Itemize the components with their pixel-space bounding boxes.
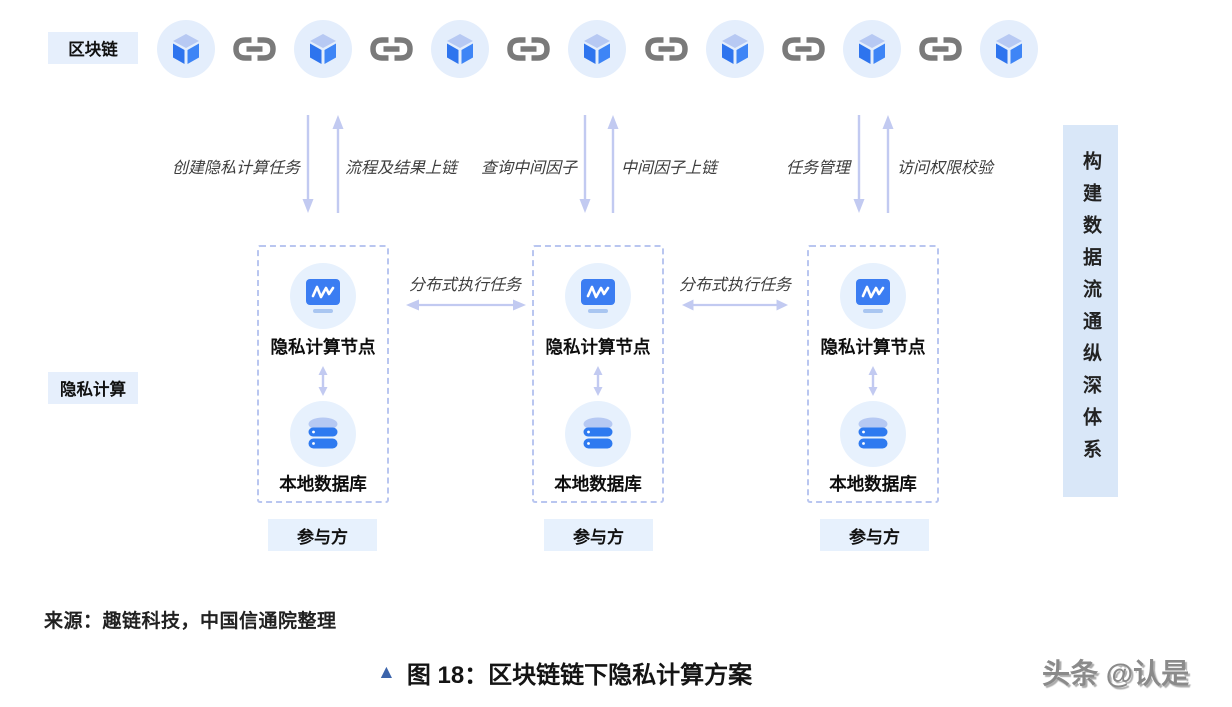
flow-label-query-factor: 查询中间因子: [480, 158, 577, 177]
caption-text: 图 18：区块链链下隐私计算方案: [406, 662, 753, 689]
block-icon: [842, 20, 901, 78]
arrow-up-icon: [332, 115, 344, 213]
participant-box: 隐私计算节点 本地数据库: [532, 245, 664, 503]
chain-link-icon: [644, 37, 689, 61]
double-arrow-vertical-icon: [867, 366, 879, 396]
block-icon: [568, 20, 627, 78]
double-arrow-vertical-icon: [592, 366, 604, 396]
figure-caption: ▲ 图 18：区块链链下隐私计算方案: [377, 655, 752, 690]
arrow-up-icon: [882, 115, 894, 213]
double-arrow-horizontal-icon: [682, 299, 788, 311]
chain-link-icon: [918, 37, 963, 61]
database-label: 本地数据库: [554, 474, 642, 494]
chain-link-icon: [506, 37, 551, 61]
arrow-up-icon: [607, 115, 619, 213]
chain-link-icon: [232, 37, 277, 61]
flow-label-results-onchain: 流程及结果上链: [345, 158, 458, 177]
distributed-task-label: 分布式执行任务: [408, 275, 521, 294]
double-arrow-horizontal-icon: [406, 299, 526, 311]
participant-tag: 参与方: [268, 519, 377, 551]
double-arrow-vertical-icon: [317, 366, 329, 396]
participant-tag: 参与方: [820, 519, 929, 551]
block-icon: [979, 20, 1038, 78]
arrow-down-icon: [853, 115, 865, 213]
block-icon: [157, 20, 215, 78]
arrow-down-icon: [302, 115, 314, 213]
database-icon: [290, 401, 356, 467]
watermark: 头条 @认是: [1042, 658, 1190, 689]
distributed-task-label: 分布式执行任务: [678, 275, 791, 294]
compute-node-icon: [840, 263, 906, 329]
source-line: 来源：趣链科技，中国信通院整理: [44, 611, 337, 632]
database-icon: [840, 401, 906, 467]
flow-label-access-check: 访问权限校验: [897, 158, 994, 177]
node-label: 隐私计算节点: [545, 337, 651, 357]
participant-tag: 参与方: [544, 519, 653, 551]
block-icon: [705, 20, 764, 78]
database-icon: [565, 401, 631, 467]
privacy-computing-label: 隐私计算: [48, 372, 138, 404]
compute-node-icon: [565, 263, 631, 329]
node-label: 隐私计算节点: [820, 337, 926, 357]
arrow-down-icon: [579, 115, 591, 213]
flow-label-factor-onchain: 中间因子上链: [621, 158, 718, 177]
caption-triangle-icon: ▲: [377, 662, 396, 683]
node-label: 隐私计算节点: [270, 337, 376, 357]
participant-box: 隐私计算节点 本地数据库: [807, 245, 939, 503]
chain-link-icon: [369, 37, 414, 61]
block-icon: [431, 20, 490, 78]
database-label: 本地数据库: [829, 474, 917, 494]
compute-node-icon: [290, 263, 356, 329]
blockchain-label: 区块链: [48, 32, 138, 64]
chain-link-icon: [781, 37, 826, 61]
block-icon: [294, 20, 353, 78]
database-label: 本地数据库: [279, 474, 367, 494]
vertical-banner: 构建数据流通纵深体系: [1063, 125, 1118, 497]
flow-label-task-management: 任务管理: [785, 158, 850, 177]
flow-label-create-task: 创建隐私计算任务: [171, 158, 300, 177]
participant-box: 隐私计算节点 本地数据库: [257, 245, 389, 503]
blockchain-chain-row: [157, 19, 1038, 79]
